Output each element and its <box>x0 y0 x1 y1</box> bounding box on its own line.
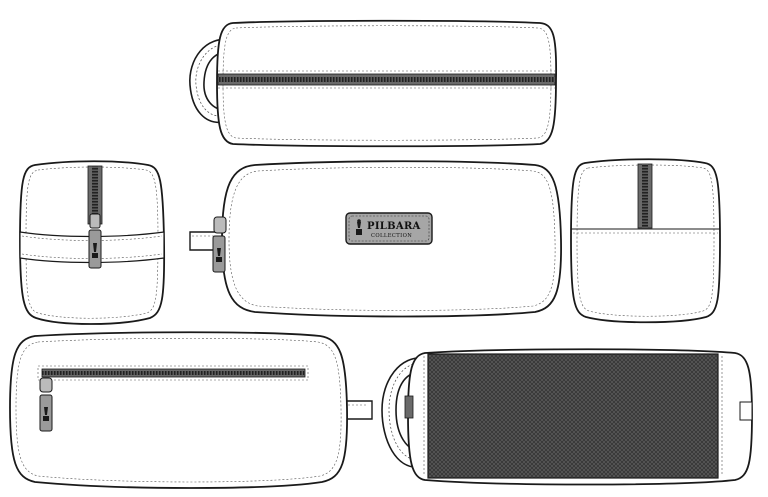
zipper-pull-icon <box>212 216 227 273</box>
front-view-bag: PILBARA COLLECTION <box>189 160 562 318</box>
back-bag-body <box>9 331 348 489</box>
brand-logo-icon <box>356 219 362 235</box>
bottom-view-bag <box>381 348 753 486</box>
bottom-side-tab <box>739 401 753 421</box>
left-side-view-bag <box>19 160 166 325</box>
back-pocket-zipper-teeth <box>42 371 305 375</box>
right-side-zipper-teeth <box>642 164 648 228</box>
right-side-inner-stitch <box>576 164 715 317</box>
top-view-bag <box>189 19 558 148</box>
zipper-pull-icon <box>39 377 53 432</box>
bottom-mesh-panel <box>427 353 719 479</box>
left-side-zipper-teeth <box>92 166 98 224</box>
brand-subtitle: COLLECTION <box>371 233 412 239</box>
zipper-pull-icon <box>88 213 102 269</box>
bottom-side-zipper-tape <box>404 395 414 419</box>
top-bag-handle-stitch <box>195 44 229 117</box>
top-bag-zipper-teeth <box>218 77 555 82</box>
back-view-bag <box>9 331 373 489</box>
back-bag-inner-stitch <box>15 337 342 483</box>
brand-label-patch: PILBARA COLLECTION <box>345 212 433 245</box>
front-bag-inner-stitch <box>228 166 556 311</box>
right-side-body <box>570 158 721 324</box>
right-side-view-bag <box>570 158 721 324</box>
top-bag-inner-stitch <box>222 25 552 141</box>
brand-name: PILBARA <box>367 221 421 232</box>
